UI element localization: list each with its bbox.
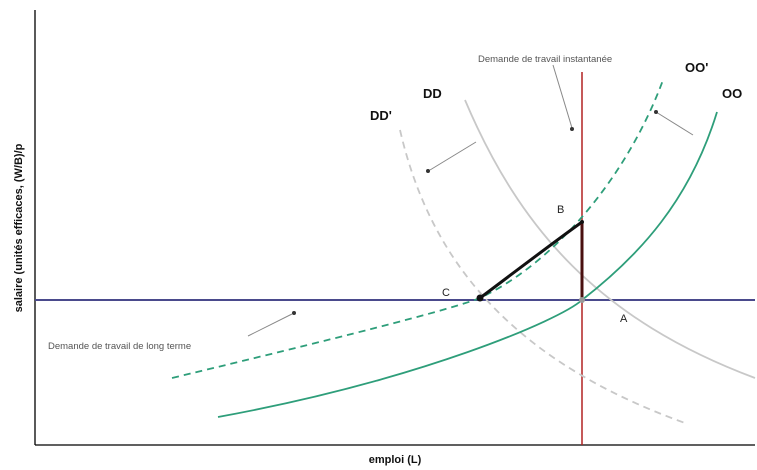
label-oo: OO [722, 86, 742, 101]
point-c-marker [476, 294, 484, 302]
curve-dd [464, 99, 756, 379]
annotation-instant-demand: Demande de travail instantanée [478, 54, 612, 65]
curve-ddp [399, 129, 686, 424]
y-axis-label: salaire (unités efficaces, (W/B)/p [13, 143, 25, 312]
x-axis-label: emploi (L) [369, 454, 422, 466]
label-oop: OO' [685, 60, 708, 75]
label-point-b: B [557, 204, 564, 216]
curve-oop [171, 79, 664, 379]
label-ddp: DD' [370, 108, 392, 123]
transition-path [479, 220, 583, 300]
point-b-marker [580, 220, 584, 224]
label-point-a: A [620, 313, 628, 325]
arrow-longterm-demand [247, 311, 296, 337]
arrow-instant-demand [552, 64, 574, 131]
annotation-longterm-demand: Demande de travail de long terme [48, 341, 191, 352]
curve-oo [217, 111, 718, 418]
arrow-oo-shift [654, 110, 694, 136]
label-dd: DD [423, 86, 442, 101]
label-point-c: C [442, 287, 450, 299]
point-a-marker [579, 297, 585, 303]
arrow-dd-shift [426, 141, 477, 173]
